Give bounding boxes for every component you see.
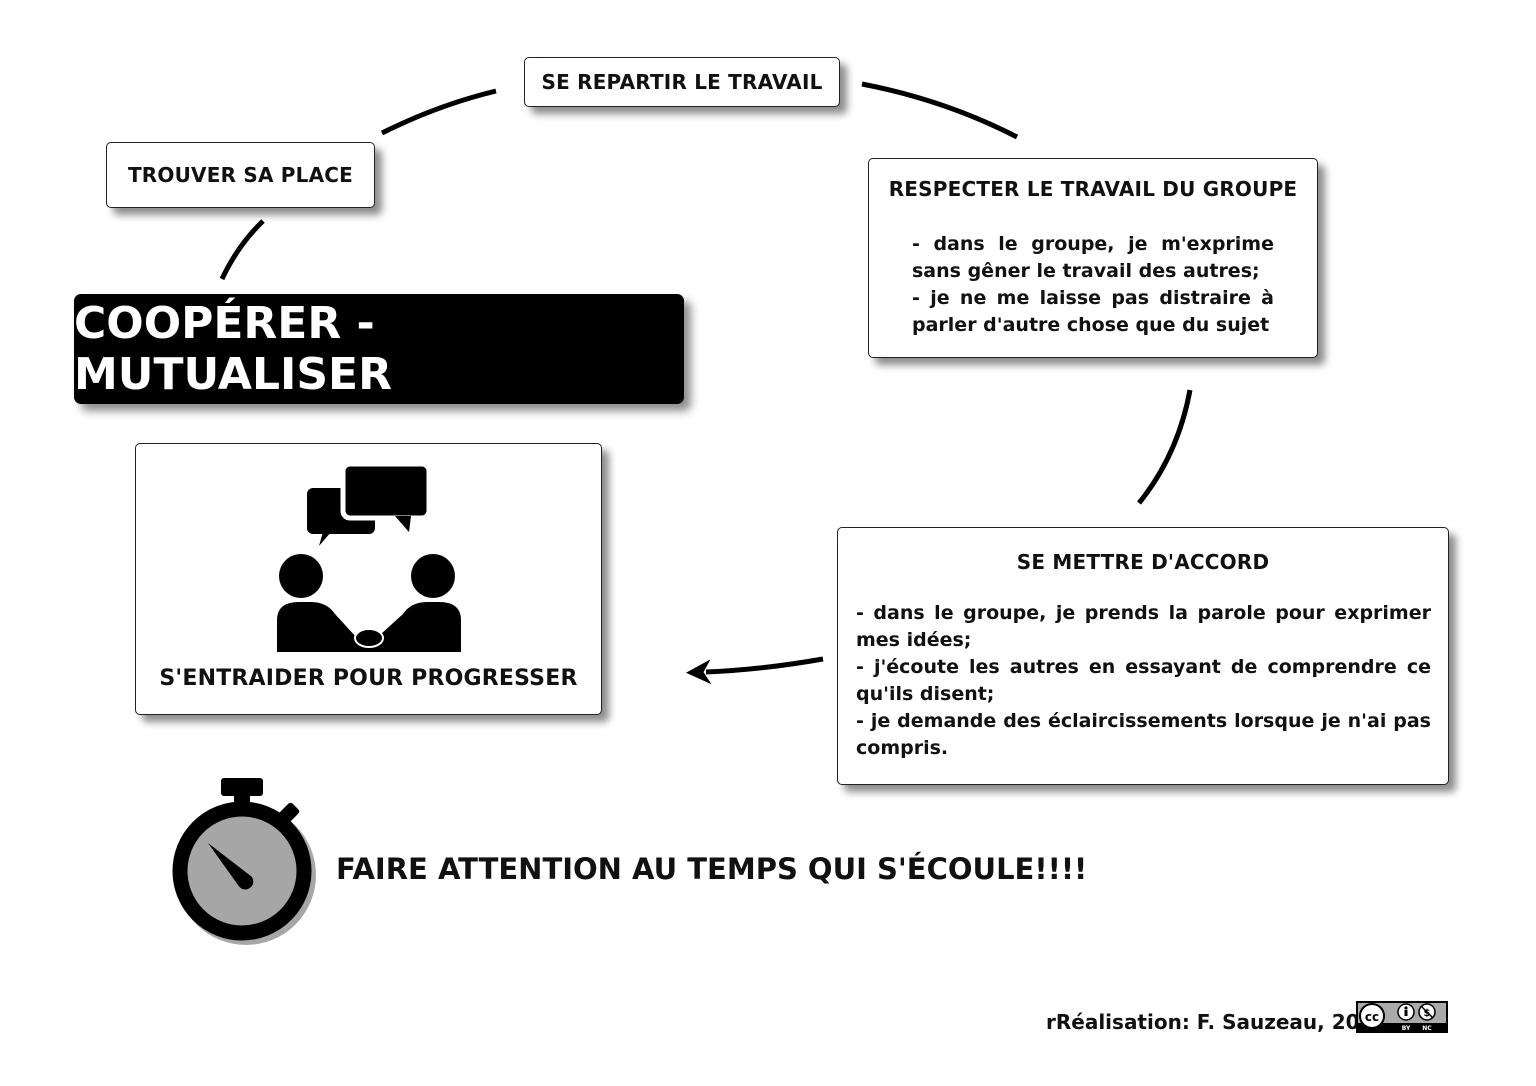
step-accord-title: SE METTRE D'ACCORD bbox=[1016, 550, 1270, 574]
main-title: COOPÉRER - MUTUALISER bbox=[74, 294, 684, 404]
step-accord-bullet: - je demande des éclaircissements lorsqu… bbox=[856, 710, 1431, 759]
license-by-label: BY bbox=[1402, 1025, 1411, 1032]
handshake-conversation-icon bbox=[277, 462, 461, 652]
step-respecter-bullet: - je ne me laisse pas distraire à parler… bbox=[912, 287, 1274, 336]
step-accord-bullets: - dans le groupe, je prends la parole po… bbox=[856, 600, 1431, 762]
step-respecter-travail: RESPECTER LE TRAVAIL DU GROUPE - dans le… bbox=[868, 158, 1318, 358]
step-repartir-title: SE REPARTIR LE TRAVAIL bbox=[541, 70, 823, 94]
step-entraider: S'ENTRAIDER POUR PROGRESSER bbox=[135, 443, 602, 715]
step-trouver-sa-place: TROUVER SA PLACE bbox=[106, 142, 375, 208]
step-respecter-title: RESPECTER LE TRAVAIL DU GROUPE bbox=[888, 177, 1298, 201]
stopwatch-icon bbox=[172, 778, 316, 945]
step-mettre-accord: SE METTRE D'ACCORD - dans le groupe, je … bbox=[837, 527, 1449, 785]
arc-entraider-to-trouver bbox=[219, 219, 265, 281]
timer-warning: FAIRE ATTENTION AU TEMPS QUI S'ÉCOULE!!!… bbox=[336, 852, 1088, 886]
credit-line: rRéalisation: F. Sauzeau, 2016 bbox=[1046, 1010, 1388, 1034]
svg-text:$: $ bbox=[1424, 1008, 1431, 1019]
svg-text:cc: cc bbox=[1365, 1010, 1379, 1024]
cc-by-nc-icon: cc $ BY NC bbox=[1356, 1001, 1448, 1033]
step-trouver-title: TROUVER SA PLACE bbox=[127, 163, 354, 187]
step-accord-bullet: - dans le groupe, je prends la parole po… bbox=[856, 602, 1431, 651]
step-entraider-title: S'ENTRAIDER POUR PROGRESSER bbox=[159, 666, 578, 691]
main-title-text: COOPÉRER - MUTUALISER bbox=[74, 298, 392, 400]
arrow-accord-to-entraider bbox=[686, 656, 824, 685]
step-accord-bullet: - j'écoute les autres en essayant de com… bbox=[856, 656, 1431, 705]
arc-repartir-to-respecter bbox=[861, 81, 1019, 140]
arc-trouver-to-repartir bbox=[380, 88, 497, 136]
license-nc-label: NC bbox=[1422, 1025, 1432, 1032]
step-repartir-travail: SE REPARTIR LE TRAVAIL bbox=[524, 57, 840, 107]
step-respecter-bullet: - dans le groupe, je m'exprime sans gêne… bbox=[912, 233, 1274, 282]
arc-respecter-to-accord bbox=[1137, 389, 1193, 505]
step-respecter-bullets: - dans le groupe, je m'exprime sans gêne… bbox=[912, 231, 1274, 339]
